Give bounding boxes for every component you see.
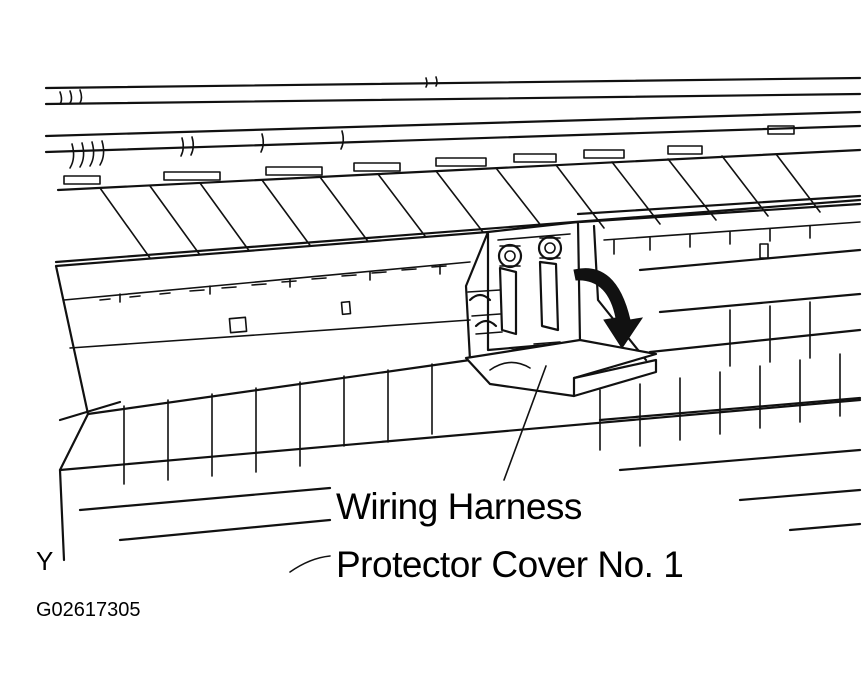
figure-code: G02617305 bbox=[36, 599, 141, 621]
upper-rail bbox=[44, 76, 862, 106]
left-front-panel bbox=[54, 230, 490, 416]
callout-leader-line bbox=[503, 365, 547, 481]
terminal-nut-right bbox=[537, 235, 563, 261]
corner-letter: Y bbox=[36, 546, 54, 576]
callout-line-1: Wiring Harness bbox=[336, 486, 582, 527]
lower-ribbed-body bbox=[58, 292, 862, 573]
slatted-cover bbox=[54, 125, 862, 264]
opening-direction-arrow bbox=[573, 268, 644, 349]
middle-rail bbox=[44, 110, 862, 169]
callout-label: Wiring Harness Protector Cover No. 1 bbox=[336, 478, 684, 594]
protector-cover-opened bbox=[464, 338, 658, 398]
right-front-panel bbox=[576, 194, 862, 362]
terminal-nut-left bbox=[497, 243, 523, 269]
callout-line-2: Protector Cover No. 1 bbox=[336, 544, 684, 585]
